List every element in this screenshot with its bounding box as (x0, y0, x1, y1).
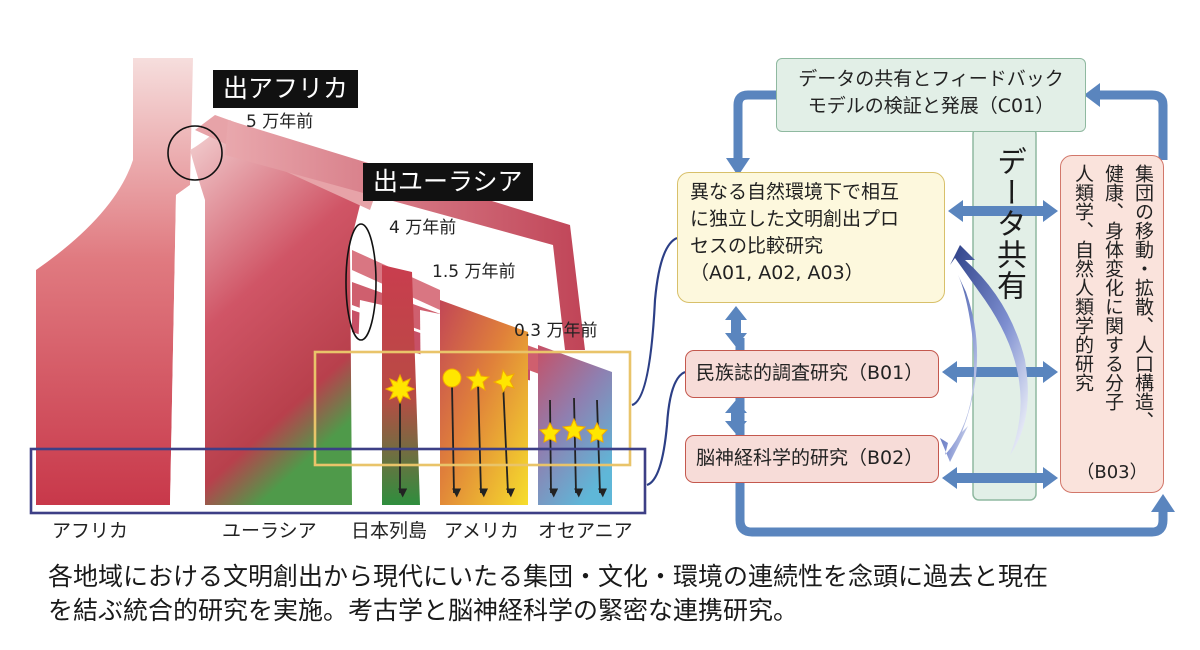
arrow-oceania-2 (573, 397, 584, 498)
b01-label: 民族誌的調査研究（B01） (696, 362, 924, 384)
region-label-eurasia: ユーラシア (222, 520, 317, 542)
arrow-b01-b03 (942, 361, 1058, 383)
swoosh-to-b02 (940, 275, 978, 462)
star-icon (561, 417, 587, 442)
link-frame-to-a (631, 236, 678, 407)
loop-to-c01 (1098, 90, 1168, 160)
regional-frame (29, 447, 647, 515)
c01-box: データの共有とフィードバック モデルの検証と発展（C01） (776, 58, 1086, 132)
swoosh-to-a (950, 245, 1028, 455)
c01-line-2: モデルの検証と発展（C01） (807, 95, 1055, 117)
civilization-markers (384, 367, 609, 443)
loop-arrowhead-c01 (1084, 83, 1100, 107)
caption-line-1: 各地域における文明創出から現代にいたる集団・文化・環境の連続性を念頭に過去と現在 (48, 562, 1049, 591)
comparative-frame (313, 350, 632, 467)
region-label-america: アメリカ (444, 520, 519, 542)
region-label-oceania: オセアニア (538, 520, 633, 542)
star-icon (465, 367, 491, 392)
region-label-africa: アフリカ (52, 520, 128, 542)
sun-icon (384, 373, 416, 405)
b03-box: 集団の移動・拡散、人口構造、 健康、身体変化に関する分子 人類学、自然人類学的研… (1060, 155, 1164, 493)
gap-japan-america (420, 310, 440, 505)
time-label-4: 4 万年前 (389, 218, 456, 238)
out-of-africa-badge: 出アフリカ (213, 70, 359, 108)
arrow-a-b01 (725, 306, 747, 347)
loop-to-a (733, 90, 776, 160)
a-box: 異なる自然環境下で相互 に独立した文明創出プロ セスの比較研究 （A01, A0… (677, 172, 945, 303)
link-regions-to-b01 (646, 370, 686, 487)
data-share-label: データ共有 (991, 146, 1026, 301)
b03-col-3: 人類学、自然人類学的研究 (1072, 164, 1094, 392)
africa-lineage (36, 58, 193, 505)
loop-bottom (735, 338, 1168, 537)
time-label-5: 5 万年前 (246, 112, 313, 132)
b03-code: （B03） (1076, 462, 1148, 483)
region-label-japan: 日本列島 (351, 520, 427, 542)
out-of-eurasia-badge: 出ユーラシア (363, 163, 533, 201)
star-icon (538, 421, 562, 443)
arrow-america-3 (502, 381, 515, 498)
loop-arrowhead-a (726, 158, 750, 176)
a-line-2: に独立した文明創出プロ (690, 208, 900, 230)
arrow-a-b03 (948, 200, 1058, 222)
connectors (631, 83, 1175, 537)
a-line-4: （A01, A02, A03） (690, 262, 864, 284)
feedback-loop (733, 90, 1168, 537)
b01-box: 民族誌的調査研究（B01） (685, 350, 939, 398)
gap-africa-eurasia (170, 185, 205, 505)
star-icon (585, 421, 609, 443)
caption-line-2: を結ぶ統合的研究を実施。考古学と脳神経科学の緊密な連携研究。 (48, 596, 799, 625)
a-line-1: 異なる自然環境下で相互 (690, 181, 900, 203)
arrow-america-2 (477, 381, 489, 498)
time-label-15: 1.5 万年前 (432, 262, 515, 282)
oceania-upper-branch (225, 120, 585, 350)
b03-col-1: 集団の移動・拡散、人口構造、 (1132, 164, 1154, 430)
arrow-b02-b03 (942, 467, 1058, 489)
arrow-oceania-1 (549, 399, 559, 498)
b02-label: 脳神経科学的研究（B02） (696, 447, 924, 469)
descent-arrows (398, 381, 608, 498)
exchange-arrows (725, 200, 1058, 489)
c01-line-1: データの共有とフィードバック (798, 68, 1064, 90)
b03-col-2: 健康、身体変化に関する分子 (1102, 164, 1124, 411)
sun-icon (442, 368, 462, 388)
out-of-eurasia-ellipse (345, 223, 377, 341)
star-icon (492, 368, 516, 394)
eurasia-lineage (190, 120, 360, 505)
arrow-b01-b02 (725, 400, 747, 434)
time-label-03: 0.3 万年前 (514, 321, 597, 341)
b02-box: 脳神経科学的研究（B02） (685, 435, 939, 483)
out-of-africa-circle (167, 125, 223, 181)
arrow-oceania-3 (596, 399, 608, 498)
lineage-tree: 5 万年前 4 万年前 1.5 万年前 0.3 万年前 アフリカ ユーラシア 日… (29, 58, 647, 542)
loop-arrowhead-b03 (1151, 494, 1175, 512)
gap-america-oceania (528, 380, 538, 505)
a-line-3: セスの比較研究 (690, 235, 824, 257)
arrow-america-1 (451, 384, 462, 498)
